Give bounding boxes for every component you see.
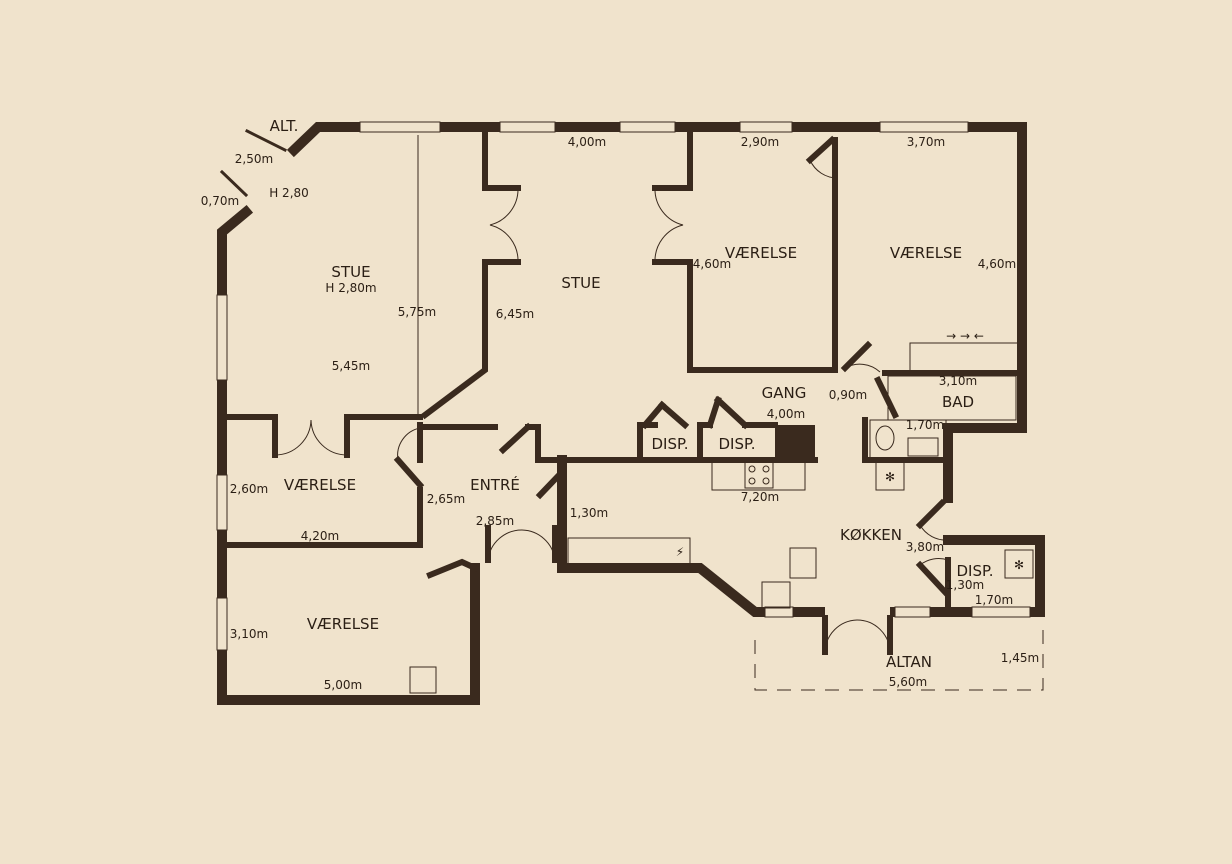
room-label: VÆRELSE (284, 476, 356, 494)
room-label: KØKKEN (840, 526, 902, 544)
dimension: 2,85m (476, 514, 514, 528)
dimension: 3,10m (230, 627, 268, 641)
dimension: 1,70m (906, 418, 944, 432)
dimension: 1,30m (570, 506, 608, 520)
wardrobe (909, 342, 1019, 372)
room-label: DISP. (957, 562, 994, 580)
dimension: 5,45m (332, 359, 370, 373)
counter-left (567, 537, 691, 567)
room-label: VÆRELSE (890, 244, 962, 262)
room-label: ENTRÉ (470, 475, 520, 494)
dimension: 5,75m (398, 305, 436, 319)
bedroom-sink-icon (409, 666, 437, 694)
washer-icon (789, 547, 817, 579)
room-label: STUE (331, 263, 370, 281)
dimension: 4,00m (767, 407, 805, 421)
room-label: VÆRELSE (307, 615, 379, 633)
dimension: H 2,80 (269, 186, 309, 200)
room-label: VÆRELSE (725, 244, 797, 262)
dimension: 7,20m (741, 490, 779, 504)
room-label: DISP. (652, 435, 689, 453)
dimension: 3,70m (907, 135, 945, 149)
room-label: ALTAN (886, 653, 932, 671)
room-label: DISP. (719, 435, 756, 453)
svg-text:✻: ✻ (1014, 558, 1024, 572)
svg-text:→ → ←: → → ← (946, 329, 984, 343)
svg-text:⚡: ⚡ (676, 545, 684, 559)
dimension: 3,80m (906, 540, 944, 554)
sink-icon (907, 437, 939, 457)
dimension: 3,10m (939, 374, 977, 388)
svg-text:✻: ✻ (885, 470, 895, 484)
stove-icon (744, 461, 774, 489)
room-label: BAD (942, 393, 974, 411)
dimension: 1,30m (946, 578, 984, 592)
doors (219, 128, 950, 653)
outer-walls (217, 122, 1045, 705)
dimension: 0,70m (201, 194, 239, 208)
windows (216, 121, 1031, 651)
room-height: H 2,80m (325, 281, 376, 295)
fridge-icon (875, 461, 905, 491)
bathroom-tiles (869, 375, 1017, 459)
dimension: 2,90m (741, 135, 779, 149)
dimension: 2,60m (230, 482, 268, 496)
kitchen-sink-icon (761, 581, 791, 609)
dimension: 4,20m (301, 529, 339, 543)
dimension: 1,45m (1001, 651, 1039, 665)
interior-walls (225, 130, 1025, 655)
room-label: GANG (762, 384, 807, 402)
dimension: 5,60m (889, 675, 927, 689)
room-labels: STUE H 2,80m STUE VÆRELSE VÆRELSE VÆRELS… (270, 117, 994, 671)
room-label: ALT. (270, 117, 299, 135)
dimension: 4,00m (568, 135, 606, 149)
dimension: 6,45m (496, 307, 534, 321)
dimension: 1,70m (975, 593, 1013, 607)
dimension: 4,60m (693, 257, 731, 271)
kitchen-counter (711, 459, 806, 491)
dimension-labels: 2,50m 0,70m H 2,80 5,75m 5,45m 6,45m 4,0… (201, 135, 1039, 692)
dimension: 5,00m (324, 678, 362, 692)
dimension: 4,60m (978, 257, 1016, 271)
fixtures: → → ← ✻ ⚡ ✻ (409, 329, 1044, 694)
freezer-icon (1004, 549, 1034, 579)
dimension: 0,90m (829, 388, 867, 402)
room-label: STUE (561, 274, 600, 292)
balcony-outline (754, 620, 1044, 691)
toilet-icon (875, 425, 895, 451)
dimension: 2,50m (235, 152, 273, 166)
dimension: 2,65m (427, 492, 465, 506)
